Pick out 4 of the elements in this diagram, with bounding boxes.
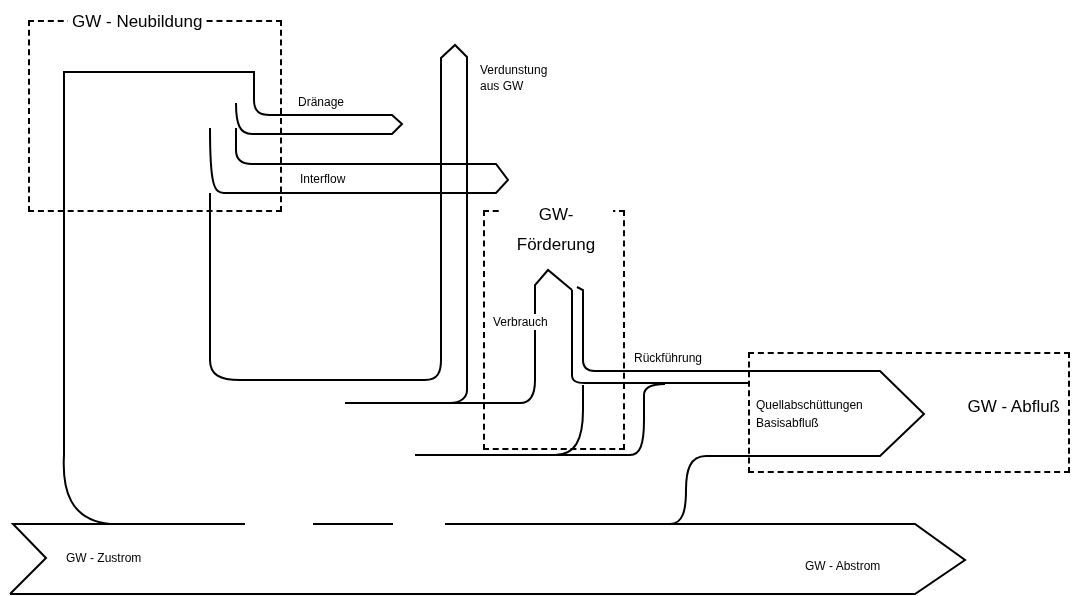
flow-label: Verbrauch bbox=[493, 314, 548, 330]
flow-label: Quellabschüttungen bbox=[756, 397, 863, 413]
flow-label: Dränage bbox=[298, 94, 345, 110]
flow-label: Rückführung bbox=[634, 350, 703, 366]
